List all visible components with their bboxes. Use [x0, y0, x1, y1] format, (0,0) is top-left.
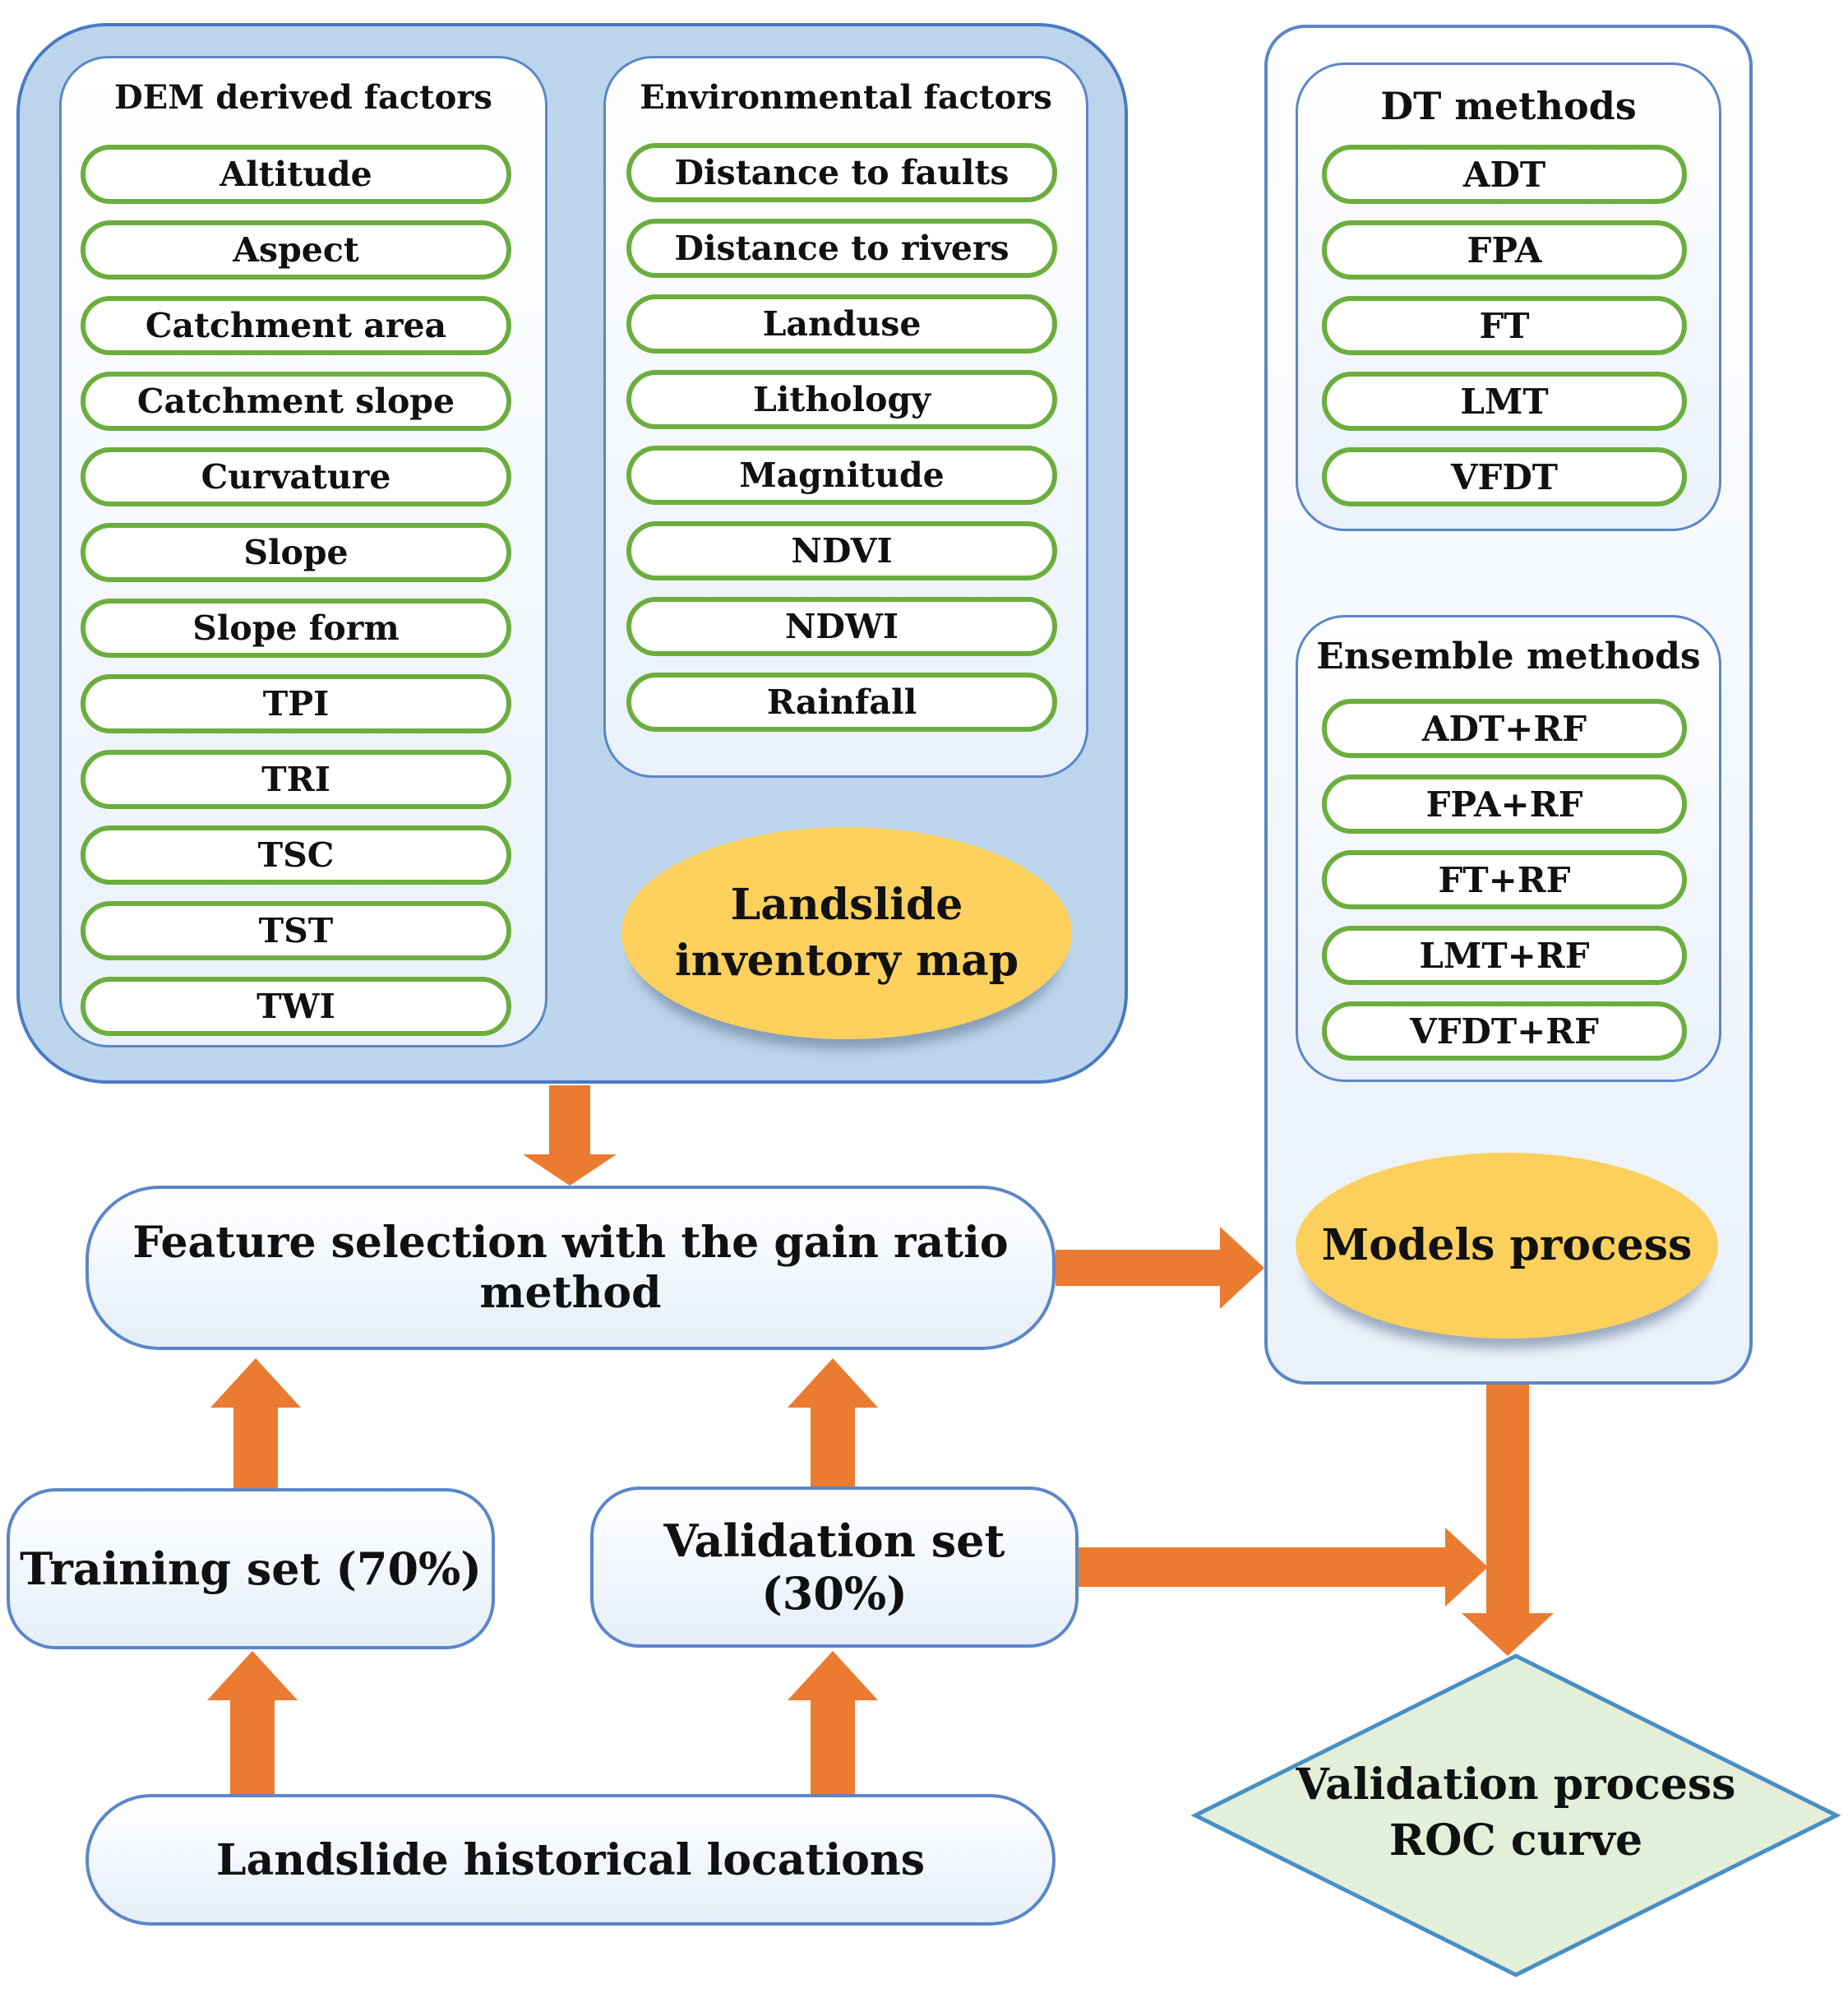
dem-factor-pill: Curvature: [81, 447, 511, 506]
dem-factor-pill: TWI: [81, 977, 511, 1036]
env-factor-pill: Distance to rivers: [626, 219, 1057, 278]
dt-factor-pill: FPA: [1322, 220, 1687, 280]
ensemble-factor-pill: FPA+RF: [1322, 775, 1687, 834]
landslide-inventory-line1: Landslide: [730, 880, 963, 931]
landslide-inventory-line2: inventory map: [674, 936, 1019, 986]
env-factor-pill: Lithology: [626, 370, 1057, 429]
dem-factor-pill: TPI: [81, 674, 511, 733]
dt-factor-pill: FT: [1322, 296, 1687, 355]
dt-factor-pill: ADT: [1322, 145, 1687, 204]
dem-factor-pill: Slope: [81, 523, 511, 582]
dt-factor-pill: LMT: [1322, 372, 1687, 431]
validation-process-line1: Validation process: [1296, 1759, 1736, 1810]
dt-factor-pill: VFDT: [1322, 447, 1687, 506]
env-factor-pill: Distance to faults: [626, 143, 1057, 202]
landslide-inventory-map: Landslide inventory map: [621, 827, 1072, 1039]
dem-factor-pill: TST: [81, 901, 511, 960]
historical-locations-box: Landslide historical locations: [85, 1794, 1056, 1926]
training-set-box: Training set (70%): [7, 1488, 495, 1649]
validation-process-label: Validation process ROC curve: [1282, 1735, 1749, 1891]
ensemble-factor-pill: LMT+RF: [1322, 926, 1687, 985]
dem-factor-pill: Catchment slope: [81, 372, 511, 431]
dem-factor-pill: Aspect: [81, 220, 511, 280]
dem-factor-pill: Altitude: [81, 145, 511, 204]
env-factor-pill: Rainfall: [626, 673, 1057, 732]
validation-set-box: Validation set (30%): [590, 1487, 1079, 1648]
dem-factor-pill: TRI: [81, 750, 511, 809]
dem-factors-title: DEM derived factors: [114, 77, 492, 117]
env-factor-pill: NDWI: [626, 597, 1057, 656]
dem-factor-pill: Slope form: [81, 599, 511, 658]
dem-factor-pill: TSC: [81, 825, 511, 885]
ensemble-factor-pill: FT+RF: [1322, 850, 1687, 909]
env-factor-pill: Landuse: [626, 294, 1057, 354]
validation-process-diamond: [1190, 1653, 1841, 1977]
env-factor-pill: NDVI: [626, 521, 1057, 580]
ensemble-factor-pill: VFDT+RF: [1322, 1001, 1687, 1061]
env-factor-pill: Magnitude: [626, 446, 1057, 505]
dt-methods-title: DT methods: [1380, 84, 1637, 128]
feature-selection-box: Feature selection with the gain ratio me…: [85, 1186, 1056, 1350]
ensemble-factor-pill: ADT+RF: [1322, 699, 1687, 758]
environmental-factors-title: Environmental factors: [640, 77, 1052, 117]
models-process: Models process: [1296, 1153, 1718, 1339]
validation-process-line2: ROC curve: [1388, 1815, 1643, 1866]
dem-factor-pill: Catchment area: [81, 296, 511, 355]
ensemble-methods-title: Ensemble methods: [1316, 635, 1701, 677]
